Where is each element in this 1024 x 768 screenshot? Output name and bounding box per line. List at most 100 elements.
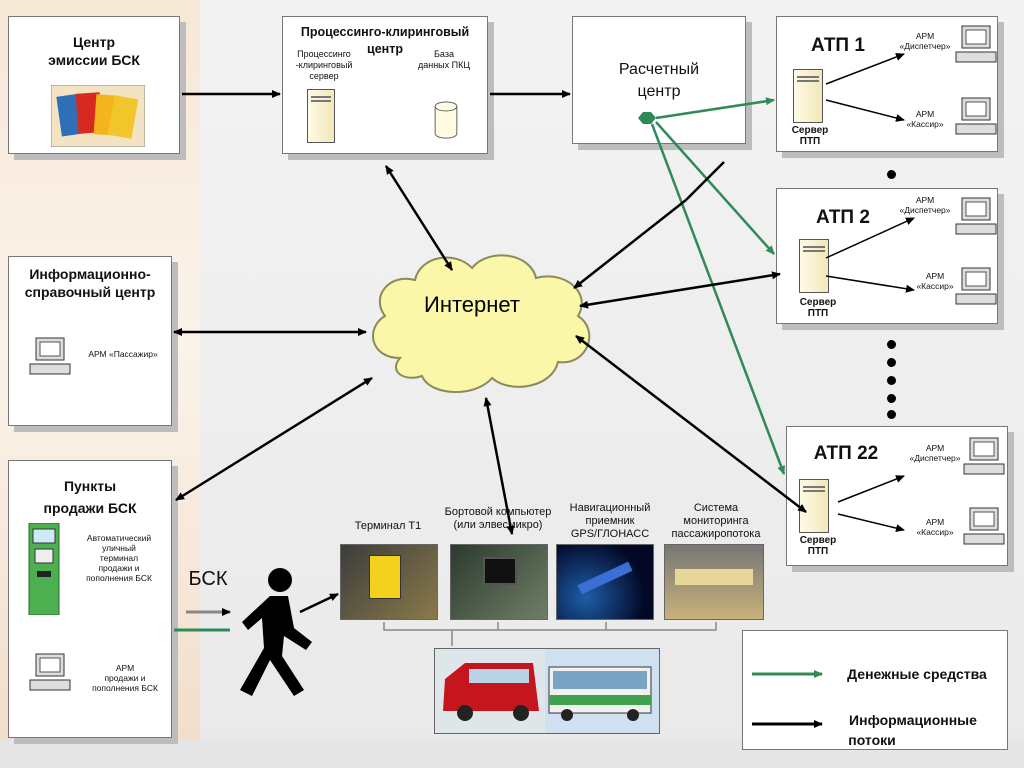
sales-arm-label-1: АРМ bbox=[115, 663, 135, 673]
atp-22-server-label-1: Сервер bbox=[799, 535, 837, 546]
atp-2-arm-dispatcher-2: «Диспетчер» bbox=[899, 205, 951, 215]
computer-icon bbox=[955, 25, 997, 63]
buses-photo bbox=[434, 648, 660, 734]
server-icon bbox=[307, 89, 335, 143]
ellipsis-dot bbox=[887, 340, 896, 349]
money-to-atp22 bbox=[650, 123, 786, 475]
info-center-box: Информационно- справочный центр АРМ «Пас… bbox=[8, 256, 172, 426]
atp2-arrow-dispatcher bbox=[825, 217, 915, 259]
processing-server-label-1: Процессинго bbox=[297, 49, 351, 59]
atp-1-arm-dispatcher-1: АРМ bbox=[915, 31, 935, 41]
internet-cloud: Интернет bbox=[372, 254, 591, 393]
ellipsis-dot bbox=[887, 170, 896, 179]
atp-1-server-label-1: Сервер bbox=[791, 125, 829, 136]
computer-icon bbox=[955, 197, 997, 235]
atp-2-arm-dispatcher: АРМ «Диспетчер» bbox=[897, 195, 953, 215]
arrow-internet-onboard bbox=[483, 397, 515, 535]
atp22-arrow-cashier bbox=[837, 513, 905, 533]
legend-box: Денежные средства Информационные потоки bbox=[742, 630, 1008, 750]
atp-1-arm-dispatcher: АРМ «Диспетчер» bbox=[897, 31, 953, 51]
processing-center-title-2: центр bbox=[367, 42, 403, 56]
computer-icon bbox=[955, 97, 997, 135]
computer-icon bbox=[29, 337, 71, 375]
processing-server-label-2: -клиринговый bbox=[295, 60, 353, 70]
settlement-center-box: Расчетный центр bbox=[572, 16, 746, 144]
computer-icon bbox=[955, 267, 997, 305]
settlement-center-title-2: центр bbox=[637, 83, 681, 100]
sales-arm-label-2: продажи и bbox=[104, 673, 146, 683]
arrow-passenger-to-terminal bbox=[299, 592, 339, 614]
arrow-internet-atp22 bbox=[575, 335, 807, 513]
atp-22-title: АТП 22 bbox=[813, 443, 879, 464]
sales-terminal-label-1: Автоматический bbox=[86, 533, 152, 543]
ellipsis-dot bbox=[887, 376, 896, 385]
info-center-title-1: Информационно- bbox=[29, 266, 151, 282]
computer-icon bbox=[963, 437, 1005, 475]
sales-title-2: продажи БСК bbox=[43, 500, 137, 516]
atp-1-server-label: Сервер ПТП bbox=[781, 125, 839, 147]
atp-2-server-label: Сервер ПТП bbox=[789, 297, 847, 319]
server-icon bbox=[793, 69, 823, 123]
atp-1-server-label-2: ПТП bbox=[799, 136, 821, 147]
sales-title-1: Пункты bbox=[63, 478, 117, 494]
device-nav-label-3: GPS/ГЛОНАСС bbox=[570, 528, 650, 540]
atp-2-arm-dispatcher-1: АРМ bbox=[915, 195, 935, 205]
atp-1-arm-dispatcher-2: «Диспетчер» bbox=[899, 41, 951, 51]
settlement-node bbox=[638, 112, 656, 124]
device-monitoring-label-2: мониторинга bbox=[683, 515, 749, 527]
atp-2-server-label-2: ПТП bbox=[807, 308, 829, 319]
passenger-monitoring-photo bbox=[664, 544, 764, 620]
sales-terminal-label-4: продажи и bbox=[98, 563, 140, 573]
arrow-settlement-internet-head bbox=[685, 161, 725, 201]
atp-1-arm-cashier-1: АРМ bbox=[915, 109, 935, 119]
devices-bracket bbox=[383, 622, 717, 646]
money-to-atp1 bbox=[655, 97, 775, 120]
arrow-processing-internet bbox=[384, 165, 454, 271]
emission-center-box: Центр эмиссии БСК bbox=[8, 16, 180, 154]
atp-2-arm-cashier: АРМ «Кассир» bbox=[907, 271, 963, 291]
ellipsis-dot bbox=[887, 410, 896, 419]
settlement-center-title-1: Расчетный bbox=[618, 61, 700, 78]
sales-terminal-label-3: терминал bbox=[99, 553, 139, 563]
buses-image bbox=[435, 649, 659, 733]
device-t1-label: Терминал Т1 bbox=[354, 520, 422, 532]
atp-2-arm-cashier-2: «Кассир» bbox=[916, 281, 954, 291]
atp-1-arm-cashier-2: «Кассир» bbox=[906, 119, 944, 129]
atp-2-title: АТП 2 bbox=[816, 207, 870, 228]
atp22-arrow-dispatcher bbox=[837, 475, 905, 503]
atp-22-arm-cashier-2: «Кассир» bbox=[916, 527, 954, 537]
atp-22-arm-dispatcher-2: «Диспетчер» bbox=[909, 453, 961, 463]
internet-label: Интернет bbox=[424, 292, 520, 317]
device-nav-label-2: приемник bbox=[585, 515, 635, 527]
atp1-arrow-dispatcher bbox=[825, 53, 905, 85]
info-center-title-2: справочный центр bbox=[24, 284, 156, 300]
atp1-arrow-cashier bbox=[825, 99, 905, 122]
sales-points-box: Пункты продажи БСК Автоматический уличны… bbox=[8, 460, 172, 738]
atp-22-server-label: Сервер ПТП bbox=[789, 535, 847, 557]
processing-server-label: Процессинго -клиринговый сервер bbox=[289, 49, 359, 82]
atp-2-server-label-1: Сервер bbox=[799, 297, 837, 308]
computer-icon bbox=[963, 507, 1005, 545]
atp-22-server-label-2: ПТП bbox=[807, 546, 829, 557]
terminal-t1-photo bbox=[340, 544, 438, 620]
processing-db-label: База данных ПКЦ bbox=[411, 49, 477, 71]
arrow-internet-atp2 bbox=[579, 271, 781, 309]
atp-1-title: АТП 1 bbox=[811, 35, 865, 56]
arrow-internet-sales bbox=[175, 376, 373, 502]
atp-22-arm-cashier: АРМ «Кассир» bbox=[907, 517, 963, 537]
processing-db-label-1: База bbox=[434, 49, 454, 59]
legend-info-label-2: потоки bbox=[848, 732, 896, 748]
atp-2-arm-cashier-1: АРМ bbox=[925, 271, 945, 281]
device-monitoring-label-3: пассажиропотока bbox=[671, 528, 761, 540]
arrow-internet-settlement bbox=[573, 199, 687, 289]
ellipsis-dot bbox=[887, 358, 896, 367]
sales-terminal-icon bbox=[28, 523, 60, 615]
computer-icon bbox=[29, 653, 71, 691]
atp-22-arm-cashier-1: АРМ bbox=[925, 517, 945, 527]
processing-center-box: Процессинго-клиринговый центр Процессинг… bbox=[282, 16, 488, 154]
cards-image bbox=[51, 85, 145, 147]
info-arm-passenger: АРМ «Пассажир» bbox=[88, 349, 158, 359]
sales-arm-label: АРМ продажи и пополнения БСК bbox=[81, 663, 169, 693]
database-icon bbox=[434, 101, 458, 139]
legend-money-label: Денежные средства bbox=[847, 666, 987, 682]
